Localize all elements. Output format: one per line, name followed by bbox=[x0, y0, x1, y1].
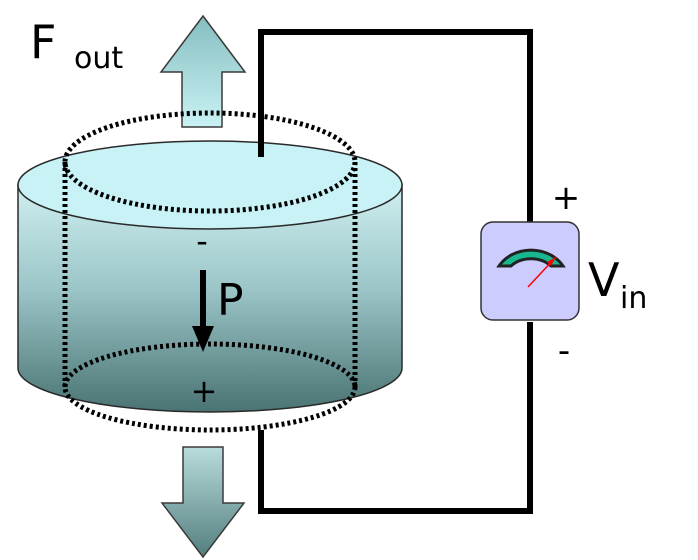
voltage-subscript: in bbox=[620, 281, 647, 316]
analog-voltmeter-icon bbox=[496, 248, 566, 288]
meter-face bbox=[480, 221, 580, 321]
polarization-label: P bbox=[217, 275, 244, 326]
circuit-wire-bottom bbox=[258, 322, 533, 514]
circuit-wire-top bbox=[258, 29, 533, 222]
top-charge-label: - bbox=[196, 222, 208, 260]
force-arrow-down bbox=[160, 446, 246, 559]
voltage-label: V bbox=[588, 253, 620, 307]
cylinder-top-face bbox=[17, 140, 403, 230]
supply-minus-label: - bbox=[558, 331, 570, 371]
bottom-charge-label: + bbox=[191, 372, 218, 410]
force-label: F bbox=[30, 15, 56, 69]
force-arrow-up bbox=[159, 14, 247, 128]
force-subscript: out bbox=[74, 41, 123, 76]
dotted-electrode-outline bbox=[62, 110, 358, 433]
meter-arc bbox=[496, 248, 566, 268]
polarization-arrow-head bbox=[192, 326, 214, 352]
meter-needle-tip bbox=[547, 257, 556, 266]
supply-plus-label: + bbox=[552, 178, 581, 218]
voltmeter bbox=[480, 221, 580, 321]
